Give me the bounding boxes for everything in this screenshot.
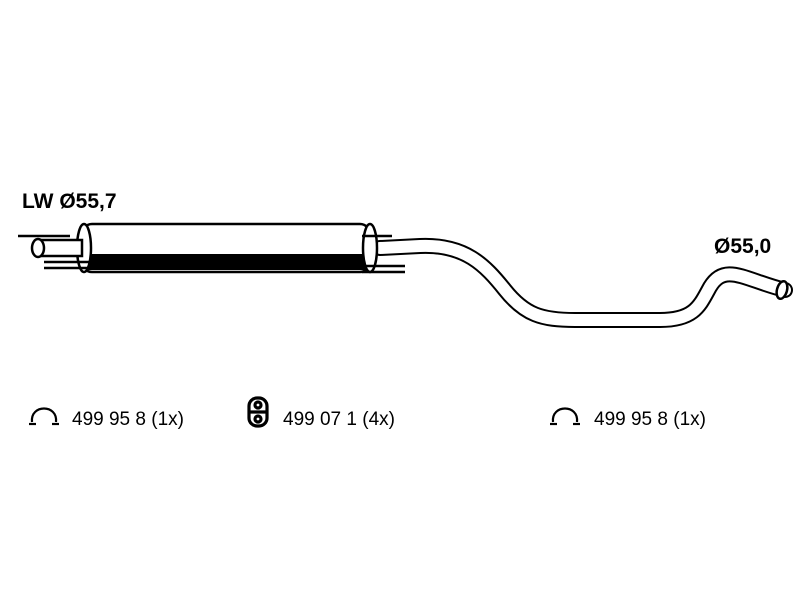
inlet-diameter-label: LW Ø55,7 [22, 190, 117, 213]
outlet-diameter-label: Ø55,0 [714, 235, 772, 258]
rubber-hanger-icon [247, 396, 269, 428]
part-number-left: 499 95 8 (1x) [72, 409, 184, 430]
muffler-body [75, 222, 379, 274]
outlet-pipe-end [775, 279, 789, 301]
inlet-pipe [30, 237, 84, 259]
mounting-brackets [18, 234, 405, 274]
pipe-clamp-icon [550, 407, 580, 426]
part-number-middle: 499 07 1 (4x) [283, 409, 395, 430]
exhaust-pipe [372, 237, 793, 328]
part-number-right: 499 95 8 (1x) [594, 409, 706, 430]
pipe-clamp-icon [29, 407, 59, 426]
